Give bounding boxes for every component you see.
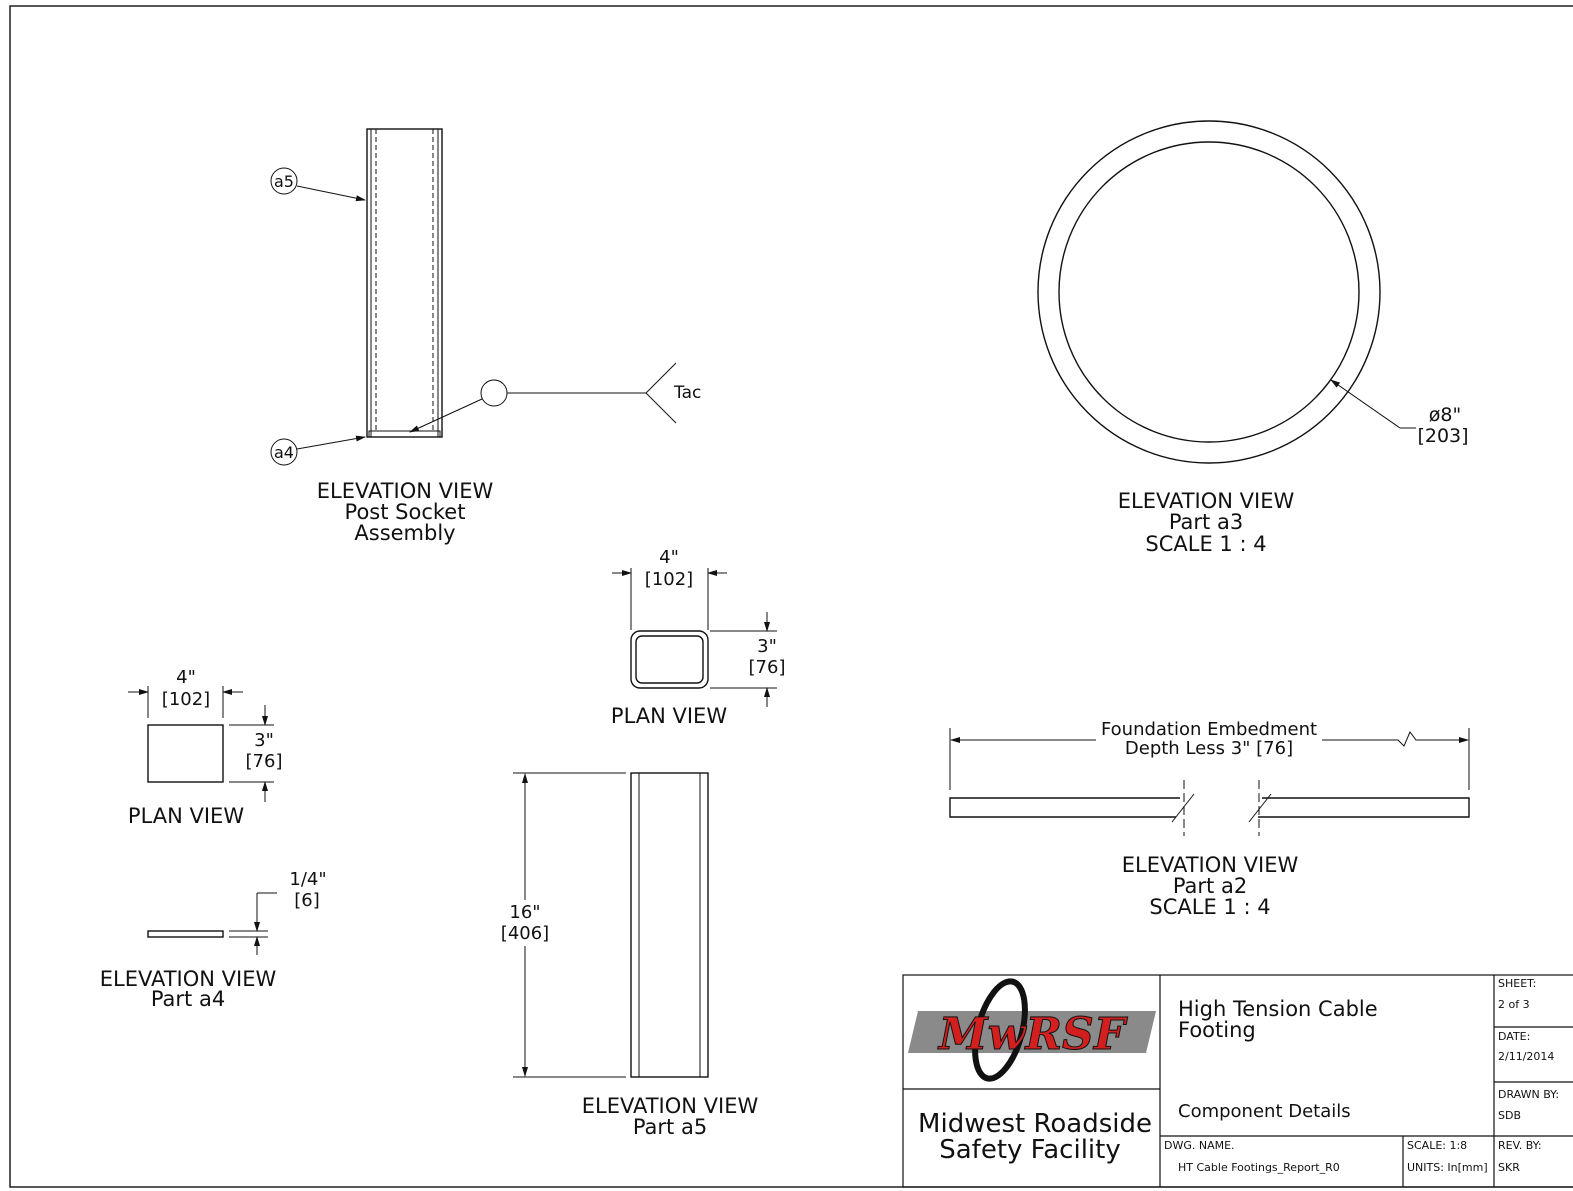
drawing-subtitle: Component Details [1178, 1101, 1351, 1122]
a2-view-sub2: SCALE 1 : 4 [1149, 895, 1270, 919]
part-a3-elevation: ø8" [203] ELEVATION VIEW Part a3 SCALE 1… [1037, 120, 1469, 556]
drawn-label: DRAWN BY: [1498, 1088, 1559, 1101]
a5-plan-height-mm: [76] [749, 657, 786, 678]
a4-plan-width-inch: 4" [176, 667, 196, 688]
date-value: 2/11/2014 [1498, 1050, 1554, 1063]
drawn-value: SDB [1498, 1109, 1521, 1122]
scale-value: SCALE: 1:8 [1407, 1139, 1467, 1152]
rev-label: REV. BY: [1498, 1139, 1542, 1152]
a5-elev-title: ELEVATION VIEW [582, 1094, 759, 1118]
dwg-name: HT Cable Footings_Report_R0 [1178, 1161, 1340, 1174]
dwg-name-label: DWG. NAME. [1164, 1139, 1235, 1152]
a5-plan-width-mm: [102] [645, 569, 693, 590]
part-a5-elevation: 16" [406] ELEVATION VIEW Part a5 [501, 772, 759, 1139]
rev-value: SKR [1498, 1161, 1520, 1174]
a5-plan-title: PLAN VIEW [611, 704, 727, 728]
post-socket-assembly: a5 a4 Tac ELEVATION VIEW Post Socket Ass… [270, 128, 701, 545]
mwrsf-logo: MwRSF [908, 978, 1156, 1082]
org-line2: Safety Facility [939, 1135, 1120, 1165]
a4-plan-height-inch: 3" [254, 730, 274, 751]
a3-view-title: ELEVATION VIEW [1118, 489, 1295, 513]
a5-length-inch: 16" [509, 902, 540, 923]
socket-view-sub1: Post Socket [345, 500, 466, 524]
logo-text: MwRSF [937, 1009, 1128, 1060]
socket-view-sub2: Assembly [354, 521, 455, 545]
part-a2-elevation: Foundation Embedment Depth Less 3" [76] … [949, 719, 1470, 919]
part-a5-plan: 4" [102] 3" [76] PLAN VIEW [611, 547, 786, 728]
a3-dim-mm: [203] [1417, 425, 1468, 447]
drawing-title-line1: High Tension Cable [1178, 997, 1378, 1021]
a2-view-title: ELEVATION VIEW [1122, 853, 1299, 877]
a5-elev-sub1: Part a5 [633, 1115, 707, 1139]
sheet-label: SHEET: [1498, 977, 1536, 990]
a4-thickness-mm: [6] [294, 890, 320, 911]
a4-plan-width-mm: [102] [162, 689, 210, 710]
a2-dim-line2: Depth Less 3" [76] [1125, 738, 1293, 759]
a3-view-sub2: SCALE 1 : 4 [1145, 532, 1266, 556]
weld-label: Tac [673, 383, 701, 403]
a5-length-mm: [406] [501, 923, 549, 944]
a3-dim-inch: ø8" [1429, 404, 1461, 426]
callout-a5-label: a5 [274, 172, 294, 191]
a4-thickness-inch: 1/4" [289, 869, 326, 890]
a4-elev-title: ELEVATION VIEW [100, 967, 277, 991]
a3-view-sub1: Part a3 [1169, 510, 1243, 534]
title-block: MwRSF Midwest Roadside Safety Facility H… [902, 974, 1573, 1188]
sheet-border [9, 5, 1573, 1188]
socket-view-title: ELEVATION VIEW [317, 479, 494, 503]
a5-plan-height-inch: 3" [757, 636, 777, 657]
a2-view-sub1: Part a2 [1173, 874, 1247, 898]
part-a4-elevation: 1/4" [6] ELEVATION VIEW Part a4 [100, 869, 327, 1011]
a4-plan-height-mm: [76] [246, 751, 283, 772]
a4-plan-title: PLAN VIEW [128, 804, 244, 828]
a5-plan-width-inch: 4" [659, 547, 679, 568]
sheet-value: 2 of 3 [1498, 998, 1530, 1011]
units-value: UNITS: In[mm] [1407, 1161, 1488, 1174]
part-a4-plan: 4" [102] 3" [76] PLAN VIEW [128, 667, 283, 828]
a2-dim-line1: Foundation Embedment [1101, 719, 1317, 740]
a4-elev-sub1: Part a4 [151, 987, 225, 1011]
callout-a4-label: a4 [274, 443, 294, 462]
org-line1: Midwest Roadside [918, 1109, 1152, 1139]
date-label: DATE: [1498, 1030, 1530, 1043]
drawing-title-line2: Footing [1178, 1018, 1256, 1042]
